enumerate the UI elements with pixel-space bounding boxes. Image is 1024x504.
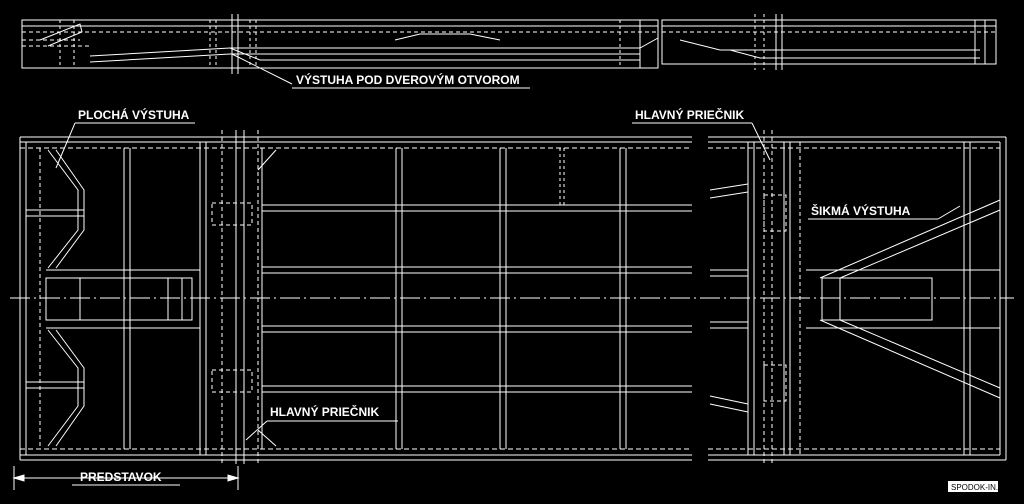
plan-view-left [10, 130, 1014, 464]
file-name-tag [948, 481, 998, 492]
leaders [12, 122, 961, 490]
label-door-reinforcement: VÝSTUHA POD DVEROVÝM OTVOROM [296, 72, 520, 87]
side-view-right [661, 14, 997, 70]
file-name-text: SPODOK-IN.BMP [951, 483, 1015, 492]
label-main-crossmember-bottom: HLAVNÝ PRIEČNIK [270, 404, 379, 419]
label-front-section: PREDSTAVOK [80, 470, 162, 484]
door-reinforcement-leader [231, 53, 530, 89]
plan-view-right [708, 130, 1007, 464]
label-flat-reinforcement: PLOCHÁ VÝSTUHA [78, 107, 190, 122]
side-view-left [21, 14, 659, 74]
label-diagonal-reinforcement: ŠIKMÁ VÝSTUHA [811, 203, 911, 218]
label-main-crossmember-top: HLAVNÝ PRIEČNIK [635, 107, 744, 122]
